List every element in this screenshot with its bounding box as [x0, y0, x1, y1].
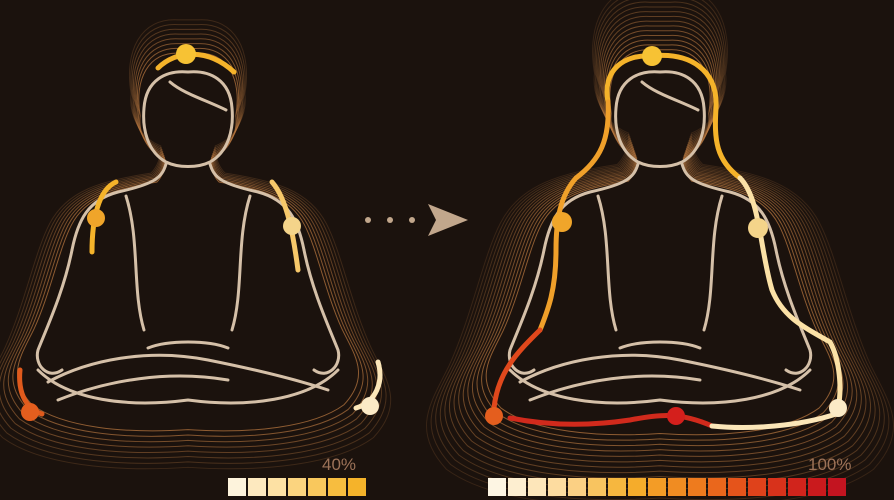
left-shoulder-chakra-dot — [552, 212, 572, 232]
aura-ring — [449, 12, 870, 478]
left-knee-chakra-dot — [21, 403, 39, 421]
left-knee-chakra-dot — [485, 407, 503, 425]
right-aura-rings — [426, 0, 893, 500]
scale-cell — [668, 478, 686, 496]
scale-cell — [608, 478, 626, 496]
crown-chakra-dot — [176, 44, 196, 64]
scale-cell — [648, 478, 666, 496]
scale-cell — [288, 478, 306, 496]
left-figure — [0, 20, 391, 469]
aura-ring — [463, 26, 857, 462]
aura-ring — [13, 48, 363, 436]
aura-ring — [431, 0, 889, 500]
scale-cell — [268, 478, 286, 496]
right-level-scale — [488, 478, 846, 496]
scale-cell — [808, 478, 826, 496]
scale-cell — [308, 478, 326, 496]
left-level-label: 40% — [322, 455, 356, 475]
arrow-head-icon — [428, 204, 468, 236]
scale-cell — [328, 478, 346, 496]
right-figure — [426, 0, 893, 500]
right-knee-chakra-dot — [829, 399, 847, 417]
scale-cell — [488, 478, 506, 496]
scale-cell — [588, 478, 606, 496]
right-knee-chakra-dot — [361, 397, 379, 415]
left-aura-arcs — [20, 54, 380, 414]
scale-cell — [508, 478, 526, 496]
scale-cell — [248, 478, 266, 496]
scale-cell — [788, 478, 806, 496]
scale-cell — [748, 478, 766, 496]
aura-ring — [482, 45, 839, 440]
scale-cell — [828, 478, 846, 496]
scale-cell — [628, 478, 646, 496]
right-level-label: 100% — [808, 455, 851, 475]
aura-ring — [426, 0, 893, 500]
aura-ring — [8, 44, 367, 442]
crown-chakra-dot — [642, 46, 662, 66]
right-shoulder-chakra-dot — [283, 217, 301, 235]
aura-ring — [0, 34, 377, 452]
aura-ring — [17, 53, 358, 431]
scale-cell — [688, 478, 706, 496]
left-chakra-dots — [21, 44, 379, 421]
progress-arrow — [365, 204, 468, 236]
scale-cell — [348, 478, 366, 496]
scale-cell — [728, 478, 746, 496]
scale-cell — [568, 478, 586, 496]
scale-cell — [708, 478, 726, 496]
left-level-scale — [228, 478, 366, 496]
scale-cell — [228, 478, 246, 496]
aura-ring — [454, 16, 866, 472]
scale-cell — [528, 478, 546, 496]
left-shoulder-chakra-dot — [87, 209, 105, 227]
scale-cell — [768, 478, 786, 496]
scale-cell — [548, 478, 566, 496]
aura-ring — [445, 7, 875, 484]
root-chakra-dot — [667, 407, 685, 425]
right-shoulder-chakra-dot — [748, 218, 768, 238]
